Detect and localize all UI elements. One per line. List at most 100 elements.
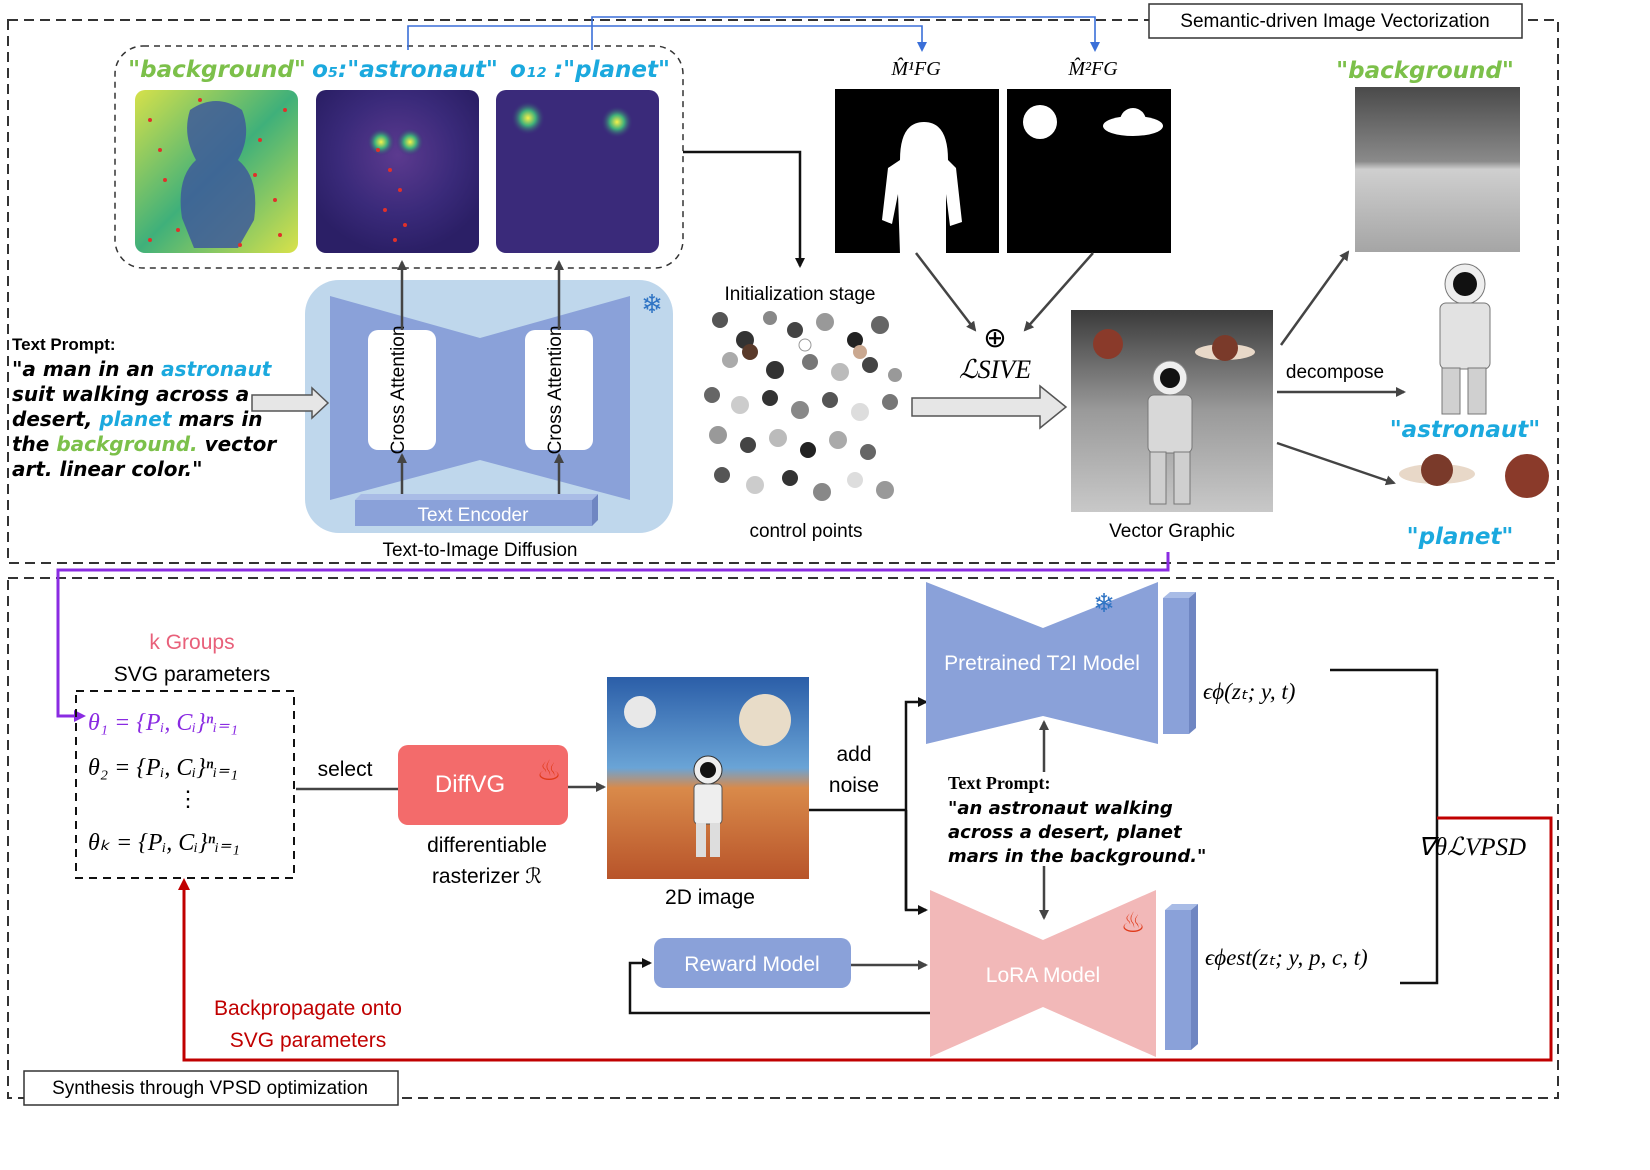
text-encoder-top: [355, 494, 598, 500]
arrow-maps-to-init: [683, 150, 805, 268]
arrow-to-lora: [904, 810, 928, 915]
control-points-scatter: [704, 311, 902, 501]
theta-k: θₖ = {Pᵢ, Cᵢ}ⁿᵢ₌₁: [88, 830, 240, 856]
reward-model-block: [654, 938, 851, 988]
pretrained-unet-shape: [926, 582, 1158, 744]
fire-icon-lora: ♨: [1120, 907, 1145, 938]
cross-attention-block-2: [525, 330, 593, 450]
grad-vpsd-label: ∇θℒVPSD: [1418, 834, 1526, 861]
arrow-mask1-to-loss: [915, 252, 977, 332]
mask1-label: M̂¹FG: [890, 57, 941, 80]
rasterizer-label-2: rasterizer ℛ: [432, 865, 542, 888]
arrow-init-to-vector: [911, 384, 1068, 430]
pretrained-output-bar-top: [1163, 592, 1196, 598]
svg-text:the background. vector: the background. vector: [12, 432, 277, 456]
pretrained-label: Pretrained T2I Model: [944, 652, 1140, 675]
arrow-lora-to-reward: [628, 958, 930, 1015]
svg-text:suit walking across a: suit walking across a: [12, 382, 249, 406]
attention-map-astronaut: [316, 90, 479, 253]
diffvg-label: DiffVG: [435, 771, 505, 798]
arrow-prompt-to-diffusion: [251, 386, 330, 420]
svg-text:across a desert, planet: across a desert, planet: [948, 822, 1183, 843]
arrow-to-pretrained: [904, 697, 928, 910]
prompt-heading-bottom: Text Prompt:: [948, 773, 1051, 793]
vector-graphic-image: [1071, 310, 1273, 512]
lora-unet-shape: [930, 890, 1156, 1057]
frozen-icon-bottom: ❄: [1093, 588, 1115, 618]
arrow-planet-to-mask2: [591, 16, 1100, 52]
bottom-panel-frame: [7, 577, 1559, 1099]
eps-est-label: ϵϕest(zₜ; y, p, c, t): [1205, 945, 1368, 970]
attention-maps-group: [114, 45, 684, 269]
svg-text:art. linear color.": art. linear color.": [12, 457, 203, 481]
lora-output-bar-top: [1165, 904, 1198, 910]
init-stage-label: Initialization stage: [724, 284, 875, 305]
reward-model-label: Reward Model: [684, 953, 819, 976]
diffusion-caption: Text-to-Image Diffusion: [382, 540, 577, 561]
out-planet-image: [1399, 454, 1549, 498]
lora-label: LoRA Model: [986, 964, 1100, 987]
out-label-astronaut: "astronaut": [1390, 417, 1541, 443]
attention-map-background: [135, 90, 298, 253]
svg-params-label: SVG parameters: [114, 663, 270, 686]
svg-text:desert, planet mars in: desert, planet mars in: [12, 407, 263, 431]
pretrained-output-bar: [1163, 598, 1189, 734]
out-label-background: "background": [1336, 58, 1514, 84]
mask2-label: M̂²FG: [1067, 57, 1118, 80]
theta-2: θ₂ = {Pᵢ, Cᵢ}ⁿᵢ₌₁: [88, 755, 238, 781]
oplus-symbol: ⊕: [983, 323, 1006, 354]
pretrained-output-bar-side: [1189, 592, 1196, 734]
frozen-icon-top: ❄: [641, 289, 663, 319]
theta-1: θ₁ = {Pᵢ, Cᵢ}ⁿᵢ₌₁: [88, 710, 238, 736]
bottom-panel-title: Synthesis through VPSD optimization: [52, 1078, 368, 1099]
prompt-heading-top: Text Prompt:: [12, 335, 116, 354]
text-encoder-label: Text Encoder: [418, 505, 530, 526]
text-encoder-side: [592, 494, 598, 526]
svg-params-box: [75, 690, 295, 879]
backprop-label-1: Backpropagate onto: [214, 997, 402, 1020]
top-panel-title: Semantic-driven Image Vectorization: [1180, 11, 1489, 32]
bottom-panel-title-box: [23, 1070, 399, 1106]
arrow-backprop: [178, 816, 1553, 1062]
select-label: select: [318, 758, 373, 781]
eps-phi-label: ϵϕ(zₜ; y, t): [1203, 679, 1295, 704]
out-background-image: [1355, 87, 1520, 252]
loss-sive-label: ℒSIVE: [959, 355, 1031, 384]
svg-text:"an astronaut walking: "an astronaut walking: [948, 798, 1173, 819]
add-noise-label-1: add: [836, 743, 871, 766]
backprop-label-2: SVG parameters: [230, 1029, 386, 1052]
svg-text:"a man in an astronaut: "a man in an astronaut: [12, 357, 273, 381]
map-label-planet: o₁₂ :"planet": [510, 57, 670, 83]
lora-output-bar: [1165, 910, 1191, 1050]
top-panel-frame: [7, 19, 1559, 564]
text-encoder-block: [355, 500, 592, 526]
arrow-mask2-to-loss: [1023, 252, 1094, 332]
arrow-vector-to-theta1: [56, 552, 1170, 722]
line-eps-phi-to-grad: [1330, 668, 1439, 985]
top-panel-title-box: [1148, 3, 1523, 39]
add-noise-label-2: noise: [829, 774, 879, 797]
decompose-label: decompose: [1286, 362, 1384, 383]
vector-graphic-label: Vector Graphic: [1109, 521, 1235, 542]
arrow-to-bg: [1279, 250, 1350, 346]
image-2d: [607, 677, 809, 879]
cross-attention-label-1: Cross Attention: [388, 326, 409, 455]
prompt-text-bottom: "an astronaut walking across a desert, p…: [948, 798, 1206, 867]
k-groups-label: k Groups: [149, 631, 234, 654]
map-label-astronaut: o₅:"astronaut": [312, 57, 498, 83]
rasterizer-label-1: differentiable: [427, 834, 547, 857]
lora-output-bar-side: [1191, 904, 1198, 1050]
control-points-label: control points: [749, 521, 862, 542]
svg-text:mars in the background.": mars in the background.": [948, 846, 1206, 867]
arrow-astronaut-to-mask1: [407, 25, 927, 52]
cross-attention-block-1: [368, 330, 436, 450]
image-2d-label: 2D image: [665, 886, 755, 909]
map-label-background: "background": [128, 57, 306, 83]
arrow-to-planet: [1276, 441, 1396, 486]
mask1-image: [835, 89, 999, 254]
out-astronaut-image: [1439, 263, 1491, 415]
attention-map-planet: [496, 90, 659, 253]
out-label-planet: "planet": [1407, 524, 1514, 550]
cross-attention-label-2: Cross Attention: [545, 326, 566, 455]
